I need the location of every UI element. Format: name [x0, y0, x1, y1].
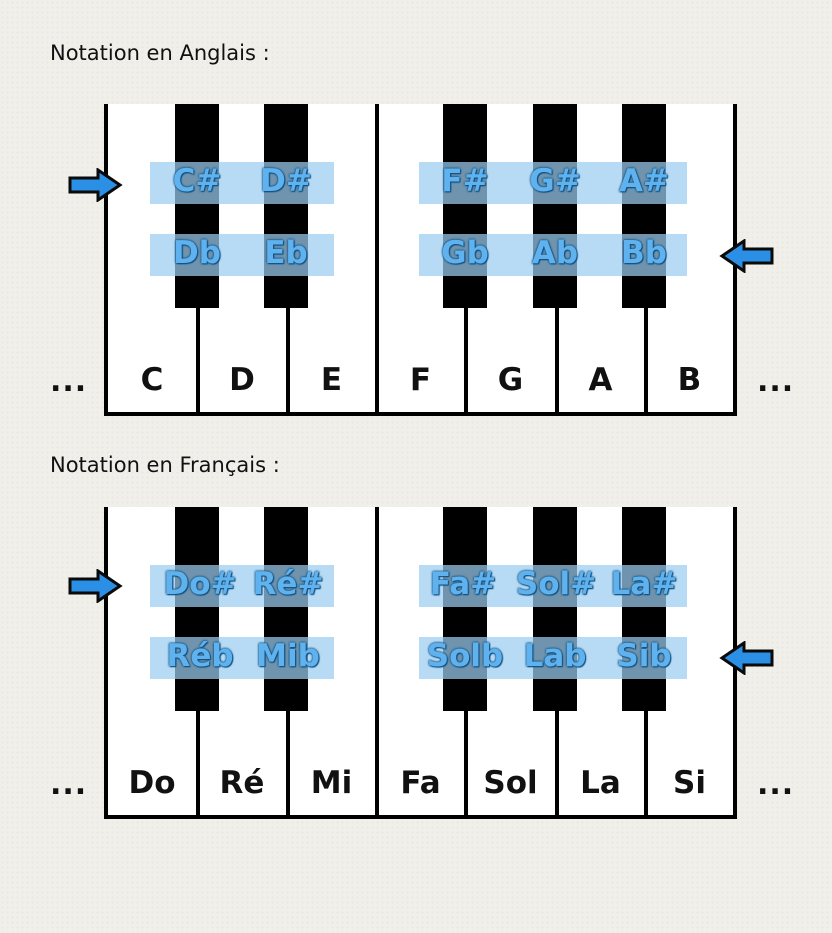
sharp-label: G#	[529, 163, 581, 199]
sharp-label: Fa#	[429, 566, 497, 602]
flat-label: Bb	[621, 235, 667, 271]
key-divider	[464, 304, 468, 412]
english-notation-section: Notation en Anglais : C D E F G A B C# D…	[0, 0, 832, 420]
flats-highlight-band	[419, 234, 687, 276]
black-key-re-sharp[interactable]	[264, 507, 308, 711]
white-key-c[interactable]: C	[108, 104, 196, 412]
sharp-label: D#	[260, 163, 312, 199]
black-key-fa-sharp[interactable]	[443, 507, 487, 711]
french-keyboard: Do Ré Mi Fa Sol La Si Do# Ré# Fa# Sol# L…	[104, 507, 737, 819]
black-key-f-sharp[interactable]	[443, 104, 487, 308]
white-key-re[interactable]: Ré	[198, 507, 286, 815]
white-key-label: B	[677, 362, 702, 398]
french-section-title: Notation en Français :	[50, 453, 280, 477]
black-key-a-sharp[interactable]	[622, 104, 666, 308]
white-key-label: Fa	[400, 765, 441, 801]
flats-highlight-band	[419, 637, 687, 679]
white-key-b[interactable]: B	[646, 104, 733, 412]
white-key-do[interactable]: Do	[108, 507, 196, 815]
flats-highlight-band	[150, 637, 334, 679]
flat-label: Gb	[441, 235, 489, 271]
flat-label: Réb	[166, 638, 234, 674]
white-key-label: D	[229, 362, 255, 398]
white-key-la[interactable]: La	[557, 507, 644, 815]
black-key-do-sharp[interactable]	[175, 507, 219, 711]
ellipsis-left: ...	[50, 767, 88, 802]
ellipsis-right: ...	[757, 767, 795, 802]
sharp-label: C#	[172, 163, 222, 199]
black-key-la-sharp[interactable]	[622, 507, 666, 711]
sharps-highlight-band	[150, 162, 334, 204]
key-divider	[555, 304, 559, 412]
white-key-label: Do	[128, 765, 176, 801]
flat-label: Db	[173, 235, 221, 271]
key-divider	[286, 304, 290, 412]
black-key-c-sharp[interactable]	[175, 104, 219, 308]
white-key-label: F	[409, 362, 432, 398]
arrow-right-icon	[68, 168, 123, 202]
white-key-label: Sol	[483, 765, 538, 801]
white-key-a[interactable]: A	[557, 104, 644, 412]
sharps-highlight-band	[150, 565, 334, 607]
black-key-d-sharp[interactable]	[264, 104, 308, 308]
arrow-left-icon	[719, 641, 774, 675]
white-key-f[interactable]: F	[377, 104, 464, 412]
key-divider	[464, 707, 468, 815]
sharp-label: Ré#	[252, 566, 324, 602]
black-key-sol-sharp[interactable]	[533, 507, 577, 711]
white-key-sol[interactable]: Sol	[466, 507, 555, 815]
white-key-si[interactable]: Si	[646, 507, 733, 815]
english-section-title: Notation en Anglais :	[50, 41, 270, 65]
sharp-label: Do#	[163, 566, 237, 602]
ellipsis-right: ...	[757, 364, 795, 399]
sharp-label: F#	[441, 163, 489, 199]
sharps-highlight-band	[419, 565, 687, 607]
key-divider	[196, 707, 200, 815]
black-key-g-sharp[interactable]	[533, 104, 577, 308]
sharp-label: Sol#	[515, 566, 597, 602]
white-key-g[interactable]: G	[466, 104, 555, 412]
english-keyboard: C D E F G A B C# D# F# G# A# Db Eb Gb Ab…	[104, 104, 737, 416]
white-key-label: La	[580, 765, 621, 801]
key-divider	[555, 707, 559, 815]
white-key-label: Ré	[219, 765, 265, 801]
flats-highlight-band	[150, 234, 334, 276]
sharp-label: La#	[610, 566, 678, 602]
key-divider	[644, 304, 648, 412]
flat-label: Sib	[616, 638, 672, 674]
arrow-left-icon	[719, 239, 774, 273]
sharp-label: A#	[619, 163, 669, 199]
flat-label: Mib	[256, 638, 320, 674]
key-divider	[644, 707, 648, 815]
sharps-highlight-band	[419, 162, 687, 204]
ellipsis-left: ...	[50, 364, 88, 399]
flat-label: Ab	[531, 235, 579, 271]
key-divider	[286, 707, 290, 815]
white-key-label: Mi	[310, 765, 353, 801]
white-key-fa[interactable]: Fa	[377, 507, 464, 815]
white-key-mi[interactable]: Mi	[288, 507, 375, 815]
arrow-right-icon	[68, 569, 123, 603]
white-key-label: A	[588, 362, 613, 398]
white-key-label: C	[140, 362, 164, 398]
french-notation-section: Notation en Français : Do Ré Mi Fa Sol L…	[0, 403, 832, 823]
flat-label: Solb	[426, 638, 504, 674]
white-key-label: Si	[673, 765, 706, 801]
key-divider	[375, 104, 379, 412]
white-key-label: G	[497, 362, 524, 398]
white-key-e[interactable]: E	[288, 104, 375, 412]
key-divider	[196, 304, 200, 412]
white-key-d[interactable]: D	[198, 104, 286, 412]
white-key-label: E	[320, 362, 343, 398]
flat-label: Eb	[264, 235, 308, 271]
key-divider	[375, 507, 379, 815]
flat-label: Lab	[523, 638, 587, 674]
